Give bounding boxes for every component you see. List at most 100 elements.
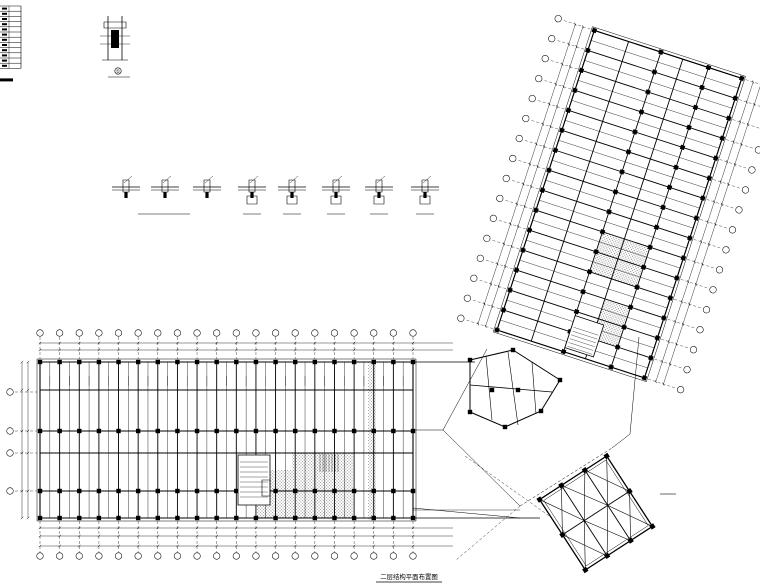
axis-bubble: [114, 552, 123, 560]
legend-swatch: [2, 12, 7, 15]
column: [293, 515, 298, 521]
beam: [497, 330, 644, 378]
axis-bubble: [272, 552, 280, 560]
column: [77, 488, 82, 494]
column: [552, 147, 559, 154]
column: [608, 364, 614, 370]
dim-tick: [574, 23, 577, 26]
column: [391, 515, 396, 521]
column: [116, 359, 121, 365]
dim-tick: [117, 545, 119, 547]
column: [680, 255, 687, 261]
section-detail: [411, 176, 439, 214]
dim-tick: [412, 342, 414, 344]
column: [214, 488, 219, 494]
dim-tick: [196, 349, 198, 351]
axis-bubble: [36, 329, 44, 337]
axis-bubble: [291, 329, 299, 337]
column: [640, 264, 647, 270]
dim-tick: [575, 45, 578, 48]
dim-tick: [662, 383, 665, 386]
dim-tick: [39, 545, 41, 547]
dim-tick: [535, 143, 538, 146]
dim-tick: [562, 85, 565, 88]
axis-bubble: [56, 552, 64, 560]
axis-bubble: [470, 274, 478, 282]
column: [57, 488, 62, 494]
plan-geometry: [6, 15, 760, 574]
axis-line: [456, 506, 520, 560]
beam: [413, 508, 520, 518]
column: [667, 295, 674, 301]
beam: [555, 150, 702, 198]
axis-bubble: [457, 314, 465, 322]
axis-bubble: [689, 346, 698, 354]
dim-tick: [137, 349, 139, 351]
column: [57, 359, 62, 365]
section-details-row: [112, 176, 439, 214]
secondary-beam: [585, 60, 732, 108]
dim-tick: [353, 527, 355, 529]
dim-tick: [675, 343, 678, 346]
column: [410, 488, 416, 494]
column: [57, 515, 62, 521]
column: [625, 149, 632, 155]
column: [312, 515, 318, 521]
dim-tick: [117, 349, 119, 351]
axis-line: [655, 359, 684, 368]
legend-swatch: [2, 44, 7, 46]
dim-tick: [294, 545, 296, 547]
section-detail: [238, 176, 266, 214]
column: [593, 248, 599, 255]
column: [135, 359, 141, 365]
dim-tick: [654, 380, 657, 383]
axis-bubble: [483, 234, 491, 242]
dim-tick: [314, 545, 316, 547]
column: [77, 428, 82, 434]
dim-tick: [58, 349, 60, 351]
dim-tick: [753, 103, 756, 106]
axis-bubble: [311, 552, 319, 560]
dim-tick: [680, 300, 683, 303]
axis-bubble: [6, 487, 14, 495]
column: [651, 69, 658, 75]
axis-bubble: [154, 552, 162, 560]
beam: [470, 385, 552, 392]
dim-tick: [294, 349, 296, 351]
column: [391, 488, 396, 494]
dimension-line: [478, 24, 575, 324]
atrium-frame: [536, 452, 656, 574]
brace: [608, 491, 653, 540]
dim-tick: [137, 535, 139, 537]
column: [175, 359, 180, 365]
column: [627, 304, 634, 310]
column: [194, 428, 200, 434]
dim-tick: [117, 342, 119, 344]
dim-tick: [255, 545, 257, 547]
column: [536, 496, 543, 503]
column: [582, 566, 589, 574]
dim-tick: [137, 545, 139, 547]
axis-bubble: [193, 552, 201, 560]
axis-bubble: [683, 366, 691, 374]
dim-tick: [255, 342, 257, 344]
axis-bubble: [213, 329, 221, 337]
column: [515, 387, 521, 393]
column: [467, 357, 473, 363]
dim-tick: [176, 527, 178, 529]
dim-tick: [294, 535, 296, 537]
dim-tick: [502, 242, 505, 245]
dim-tick: [78, 545, 80, 547]
beam: [549, 170, 696, 218]
column: [693, 215, 700, 221]
column: [234, 359, 239, 365]
axis-bubble: [696, 326, 704, 334]
beam: [486, 356, 492, 420]
brace: [561, 470, 607, 520]
dim-tick: [333, 349, 335, 351]
axis-bubble: [6, 449, 14, 457]
axis-bubble: [709, 286, 717, 294]
axis-bubble: [735, 206, 743, 214]
column: [155, 488, 160, 494]
column: [410, 428, 416, 434]
